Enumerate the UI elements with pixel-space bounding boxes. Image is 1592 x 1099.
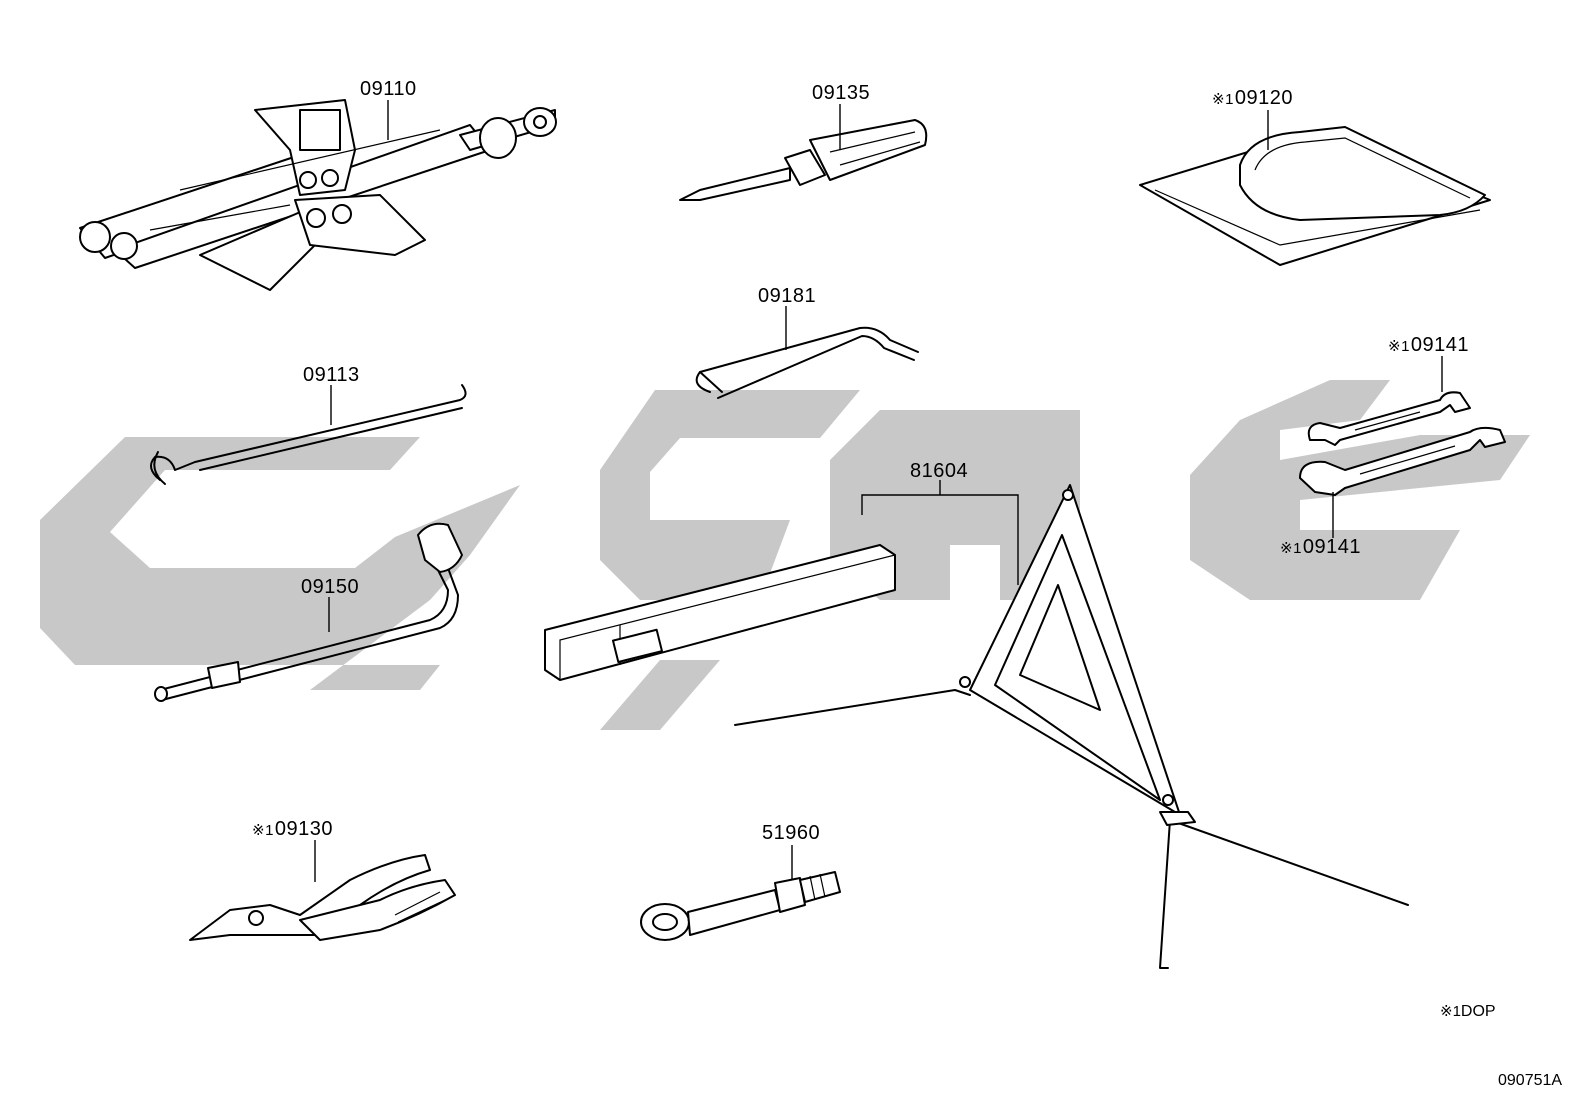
part-label-tool-bag: ※109120 [1212,87,1294,109]
part-label-jack: 09110 [360,78,417,100]
jack-handle [150,384,467,485]
part-label-jack-handle: 09113 [303,364,360,386]
dop-legend: ※1DOP [1440,1003,1496,1020]
towing-eye [640,871,841,941]
part-label-screwdriver: 09135 [812,82,871,104]
part-label-wrench-lower: ※109141 [1280,536,1362,558]
part-label-wrench-upper: ※109141 [1388,334,1470,356]
wrench-upper [1307,391,1471,446]
lug-wrench [154,522,463,702]
scissor-jack [79,99,557,291]
warning-triangle [544,484,1409,969]
tool-bag [1139,126,1491,266]
part-label-pliers: ※109130 [252,818,334,840]
part-label-lug-wrench: 09150 [301,576,360,598]
part-label-hex-wrench: 09181 [758,285,817,307]
hex-wrench [695,326,919,399]
pliers [189,854,456,941]
screwdriver [679,119,928,201]
diagram-id: 090751A [1498,1072,1563,1089]
part-label-towing-eye: 51960 [762,822,821,844]
wrench-lower [1299,426,1506,496]
part-label-warning-triangle: 81604 [910,460,969,482]
leader-lines [314,100,1443,882]
